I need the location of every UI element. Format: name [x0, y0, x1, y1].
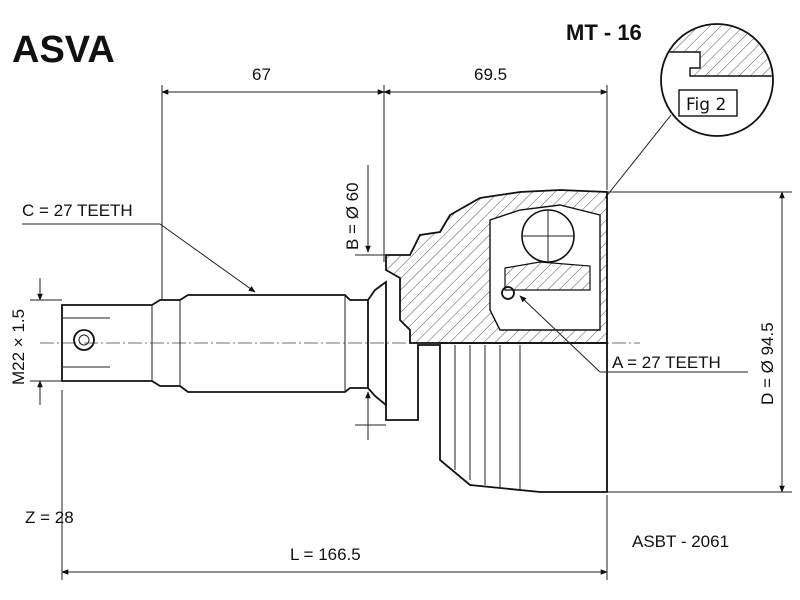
joint-housing — [385, 189, 608, 493]
top-dimensions: 67 69.5 — [161, 65, 608, 300]
right-length-label: 69.5 — [474, 65, 507, 84]
a-teeth-label: A = 27 TEETH — [612, 353, 721, 372]
z-value-label: Z = 28 — [25, 508, 74, 527]
thread-dimension: M22 × 1.5 — [9, 278, 62, 405]
reference-number: ASBT - 2061 — [632, 532, 729, 551]
a-teeth-callout: A = 27 TEETH — [519, 295, 748, 373]
thread-label: M22 × 1.5 — [9, 309, 28, 385]
shaft — [61, 280, 387, 407]
c-teeth-label: C = 27 TEETH — [22, 201, 133, 220]
b-diameter-label: B = Ø 60 — [343, 182, 362, 250]
total-length-dimension: L = 166.5 — [61, 390, 608, 580]
brand-logo-text: ASVA — [12, 29, 115, 71]
d-diameter-dimension: D = Ø 94.5 — [607, 191, 792, 493]
d-diameter-label: D = Ø 94.5 — [758, 322, 777, 405]
part-number: MT - 16 — [566, 20, 642, 45]
total-length-label: L = 166.5 — [290, 545, 361, 564]
fig-2-detail: Fig 2 — [604, 23, 774, 199]
figure-label: Fig 2 — [686, 95, 726, 115]
left-length-label: 67 — [252, 65, 271, 84]
c-teeth-callout: C = 27 TEETH — [22, 201, 256, 293]
b-diameter-dimension: B = Ø 60 — [343, 165, 386, 440]
